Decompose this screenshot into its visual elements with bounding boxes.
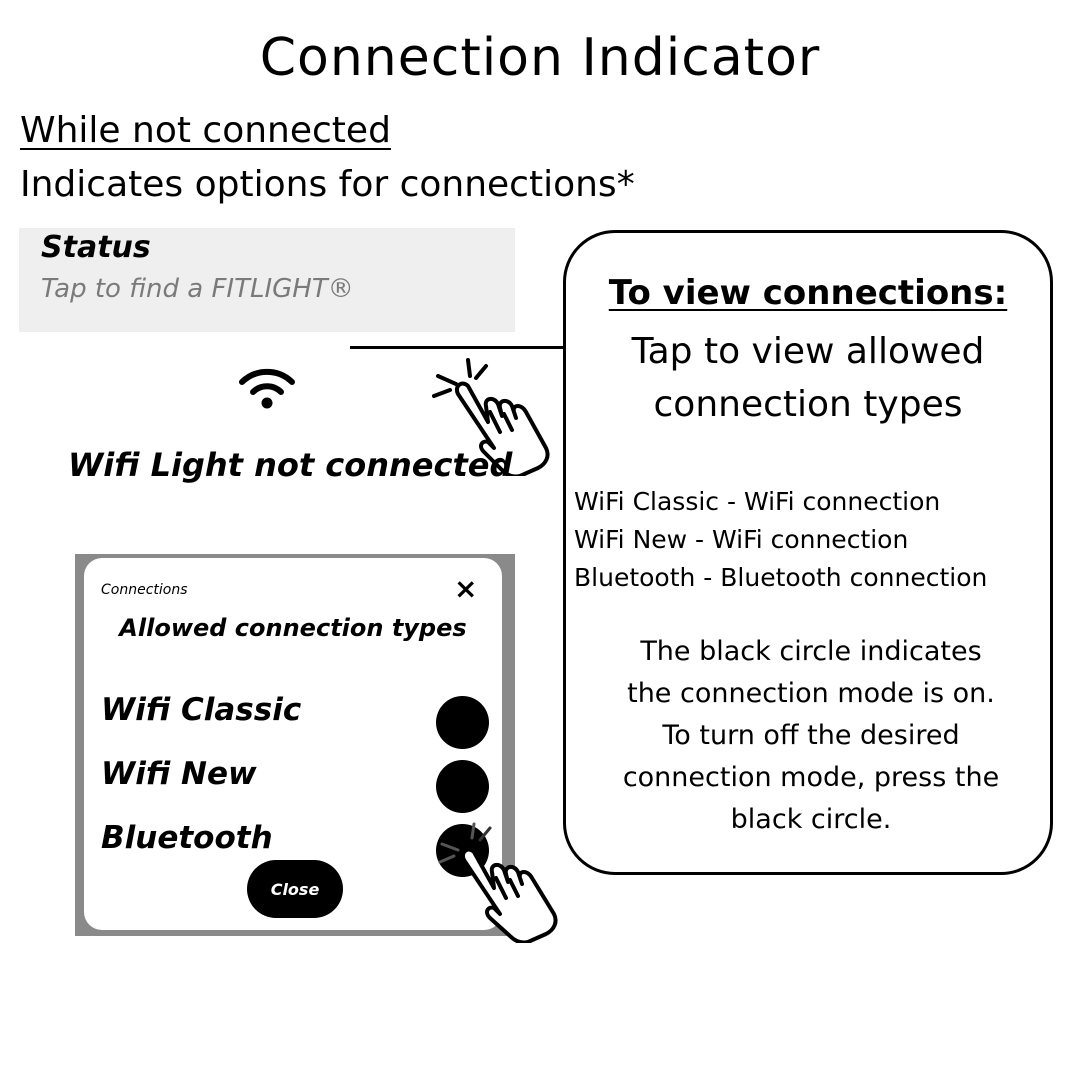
callout-note: The black circle indicates the connectio…	[576, 631, 1046, 841]
note-line: black circle.	[730, 804, 892, 835]
connections-dialog: Connections × Allowed connection types W…	[84, 558, 502, 930]
dialog-heading: Allowed connection types	[119, 614, 467, 642]
callout-tap-line: connection types	[653, 384, 963, 425]
connection-type-item: WiFi Classic - WiFi connection	[574, 487, 941, 516]
close-button[interactable]: Close	[247, 860, 343, 918]
note-line: the connection mode is on.	[627, 678, 995, 709]
option-label-wifi-classic: Wifi Classic	[101, 692, 302, 728]
toggle-wifi-classic[interactable]	[436, 696, 489, 749]
note-line: To turn off the desired	[662, 720, 960, 751]
status-subtitle: Tap to find a FITLIGHT®	[41, 274, 354, 304]
connection-type-list: WiFi Classic - WiFi connection WiFi New …	[574, 483, 987, 597]
option-label-wifi-new: Wifi New	[101, 756, 257, 792]
callout-tap-instruction: Tap to view allowed connection types	[566, 325, 1050, 431]
intro-text: Indicates options for connections*	[20, 164, 635, 205]
instruction-callout: To view connections: Tap to view allowed…	[563, 230, 1053, 875]
callout-heading: To view connections:	[608, 273, 1008, 313]
toggle-wifi-new[interactable]	[436, 760, 489, 813]
callout-connector-line	[350, 346, 565, 349]
connection-type-item: Bluetooth - Bluetooth connection	[574, 563, 988, 592]
wifi-icon[interactable]	[238, 366, 296, 410]
close-icon[interactable]: ×	[454, 572, 478, 605]
connection-status-text: Wifi Light not connected	[68, 446, 513, 484]
connection-type-item: WiFi New - WiFi connection	[574, 525, 909, 554]
option-label-bluetooth: Bluetooth	[101, 820, 273, 856]
status-title: Status	[41, 230, 151, 265]
section-subheading: While not connected	[20, 110, 391, 151]
status-card[interactable]: Status Tap to find a FITLIGHT®	[19, 228, 515, 332]
page-title: Connection Indicator	[259, 28, 821, 88]
tap-hand-icon	[432, 358, 550, 476]
note-line: The black circle indicates	[640, 636, 982, 667]
modal-overlay: Connections × Allowed connection types W…	[75, 554, 515, 936]
tap-hand-icon	[438, 822, 558, 943]
note-line: connection mode, press the	[622, 762, 1000, 793]
dialog-label: Connections	[101, 582, 188, 598]
callout-tap-line: Tap to view allowed	[631, 331, 985, 372]
